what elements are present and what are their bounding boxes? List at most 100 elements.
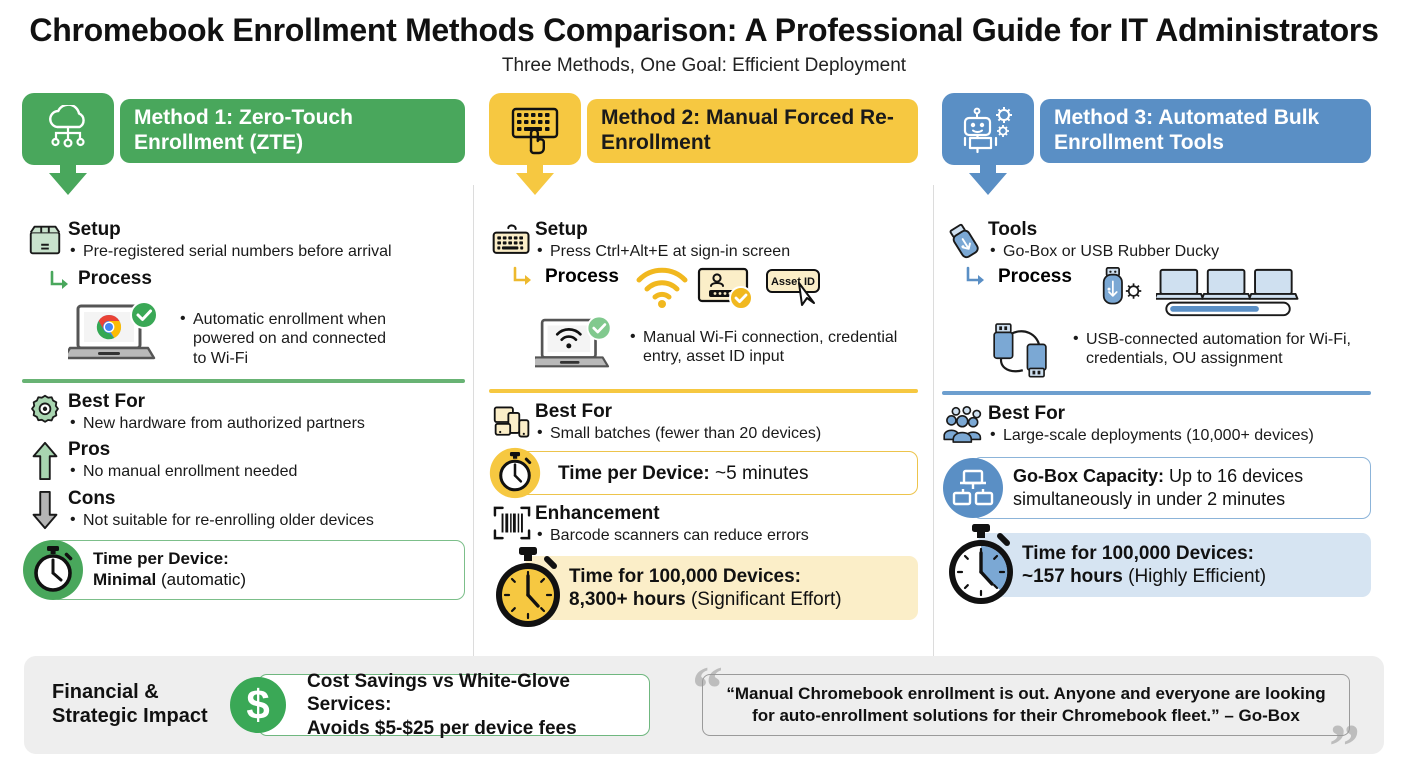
- method-1-pros-heading: Pros: [68, 439, 111, 461]
- method-3-bestfor-section: Best For Large-scale deployments (10,000…: [942, 403, 1371, 446]
- method-1-process-bullet: Automatic enrollment when powered on and…: [178, 309, 393, 369]
- people-group-icon: [942, 403, 988, 443]
- method-1-divider: [22, 378, 465, 383]
- wifi-icon: [636, 267, 688, 308]
- method-1-bestfor-section: Best For New hardware from authorized pa…: [22, 391, 465, 434]
- method-2-time100k-label: Time for 100,000 Devices:: [569, 565, 802, 587]
- method-2-time-value: ~5 minutes: [709, 462, 809, 484]
- asset-id-cursor-icon: Asset ID: [765, 268, 820, 306]
- method-2-setup-bullet: Press Ctrl+Alt+E at sign-in screen: [535, 241, 918, 262]
- method-1-process-detail: Automatic enrollment when powered on and…: [68, 296, 465, 370]
- method-3-time100k-label: Time for 100,000 Devices:: [1022, 542, 1255, 564]
- method-2-enhancement-heading: Enhancement: [535, 503, 660, 525]
- method-2-process-heading: Process: [545, 265, 619, 287]
- usb-gear-icon: [1102, 266, 1142, 305]
- stopwatch-green-icon: [22, 539, 84, 601]
- arrow-up-icon: [22, 439, 68, 481]
- method-2-bestfor-heading: Best For: [535, 400, 613, 422]
- method-3-down-arrow: [969, 155, 1007, 196]
- method-2-time-pill: Time per Device: ~5 minutes: [489, 448, 918, 499]
- method-3-time100k-box: Time for 100,000 Devices: ~157 hours (Hi…: [978, 532, 1371, 598]
- method-1-time-suffix: (automatic): [156, 569, 247, 589]
- method-2-column: Method 2: Manual Forced Re-Enrollment: [475, 93, 928, 627]
- method-3-time100k-pill: Time for 100,000 Devices: ~157 hours (Hi…: [942, 523, 1371, 604]
- stopwatch-large-blue-icon: [938, 522, 1024, 608]
- method-1-cons-section: Cons Not suitable for re-enrolling older…: [22, 488, 465, 531]
- method-3-time100k-suffix: (Highly Efficient): [1122, 565, 1267, 587]
- method-1-time-box: Time per Device: Minimal (automatic): [50, 540, 465, 600]
- laptop-chrome-check-icon: [68, 300, 158, 359]
- method-3-tools-section: Tools Go-Box or USB Rubber Ducky: [942, 219, 1371, 262]
- method-2-enhancement-section: Enhancement Barcode scanners can reduce …: [489, 503, 918, 546]
- method-1-time-value: Minimal: [93, 569, 157, 589]
- method-3-process-bullet: USB-connected automation for Wi-Fi, cred…: [1071, 329, 1371, 369]
- arrow-down-icon: [22, 488, 68, 530]
- gear-icon: [22, 391, 68, 429]
- usb-drive-icon: [942, 219, 988, 261]
- cost-savings-title: Cost Savings vs White-Glove Services:: [307, 671, 570, 716]
- method-3-capacity-box: Go-Box Capacity: Up to 16 devices simult…: [972, 457, 1371, 519]
- dollar-circle-icon: $: [230, 677, 286, 733]
- method-2-time-box: Time per Device: ~5 minutes: [517, 451, 918, 496]
- method-1-time-pill: Time per Device: Minimal (automatic): [22, 539, 465, 601]
- method-1-badge: [22, 93, 114, 196]
- cost-savings-card: Cost Savings vs White-Glove Services: Av…: [230, 671, 650, 739]
- arrow-elbow-icon: [44, 268, 78, 294]
- method-3-badge: [942, 93, 1034, 196]
- method-2-header: Method 2: Manual Forced Re-Enrollment: [489, 93, 918, 196]
- quote-open-icon: “: [692, 655, 723, 723]
- financial-impact-label: Financial & Strategic Impact: [52, 681, 208, 727]
- footer-bar: Financial & Strategic Impact Cost Saving…: [24, 656, 1384, 768]
- method-2-down-arrow: [516, 155, 554, 196]
- method-2-enhancement-bullet: Barcode scanners can reduce errors: [535, 525, 918, 546]
- cost-savings-box: Cost Savings vs White-Glove Services: Av…: [258, 671, 650, 739]
- usb-cable-icon: [993, 322, 1047, 378]
- column-divider-1: [473, 185, 474, 738]
- method-3-capacity-value: Up to 16 devices simultaneously in under…: [1013, 466, 1304, 509]
- method-2-setup-section: Setup Press Ctrl+Alt+E at sign-in screen: [489, 219, 918, 262]
- quote-frame: “Manual Chromebook enrollment is out. An…: [702, 674, 1350, 736]
- method-1-setup-section: Setup Pre-registered serial numbers befo…: [22, 219, 465, 262]
- title-block: Chromebook Enrollment Methods Comparison…: [0, 0, 1408, 77]
- cloud-network-icon: [49, 105, 85, 148]
- column-divider-2: [933, 185, 934, 738]
- method-1-header: Method 1: Zero-Touch Enrollment (ZTE): [22, 93, 465, 196]
- page-title: Chromebook Enrollment Methods Comparison…: [29, 12, 1379, 48]
- method-3-header: Method 3: Automated Bulk Enrollment Tool…: [942, 93, 1371, 196]
- devices-network-blue-icon: [942, 457, 1004, 519]
- method-1-setup-heading: Setup: [68, 219, 121, 241]
- arrow-elbow-icon: [511, 266, 545, 290]
- package-box-icon: [22, 219, 68, 259]
- quote-block: “ ” “Manual Chromebook enrollment is out…: [684, 658, 1368, 768]
- method-1-bestfor-heading: Best For: [68, 390, 146, 412]
- method-2-time100k-box: Time for 100,000 Devices: 8,300+ hours (…: [525, 555, 918, 621]
- method-1-pros-section: Pros No manual enrollment needed: [22, 439, 465, 482]
- method-2-title: Method 2: Manual Forced Re-Enrollment: [587, 99, 918, 163]
- cost-savings-detail: Avoids $5-$25 per device fees: [307, 717, 577, 739]
- method-1-cons-bullet: Not suitable for re-enrolling older devi…: [68, 510, 465, 531]
- credential-card-check-icon: [697, 267, 753, 310]
- method-1-down-arrow: [49, 155, 87, 196]
- stopwatch-large-yellow-icon: [485, 545, 571, 631]
- method-3-process-section: Process: [942, 266, 1371, 320]
- method-3-capacity-label: Go-Box Capacity:: [1013, 466, 1165, 487]
- quote-line-2: for auto-enrollment solutions for their …: [752, 706, 1300, 725]
- method-3-tools-heading: Tools: [988, 219, 1038, 241]
- method-1-title: Method 1: Zero-Touch Enrollment (ZTE): [120, 99, 465, 163]
- method-2-process-section: Process: [489, 266, 918, 312]
- methods-columns: Method 1: Zero-Touch Enrollment (ZTE) Se…: [0, 93, 1408, 738]
- arrow-elbow-icon: [964, 266, 998, 290]
- stopwatch-yellow-icon: [489, 447, 541, 499]
- method-1-process-heading: Process: [78, 267, 152, 289]
- laptop-wifi-check-icon: [535, 315, 612, 368]
- method-3-tools-bullet: Go-Box or USB Rubber Ducky: [988, 241, 1371, 262]
- method-1-process-section: Process: [44, 268, 465, 294]
- method-1-cons-heading: Cons: [68, 487, 116, 509]
- method-2-time100k-value: 8,300+ hours: [569, 588, 686, 610]
- method-1-bestfor-bullet: New hardware from authorized partners: [68, 413, 465, 434]
- method-2-process-detail: Manual Wi-Fi connection, credential entr…: [535, 310, 918, 380]
- method-2-time-label: Time per Device:: [558, 462, 710, 484]
- keyboard-icon: [489, 219, 535, 259]
- method-3-divider: [942, 390, 1371, 395]
